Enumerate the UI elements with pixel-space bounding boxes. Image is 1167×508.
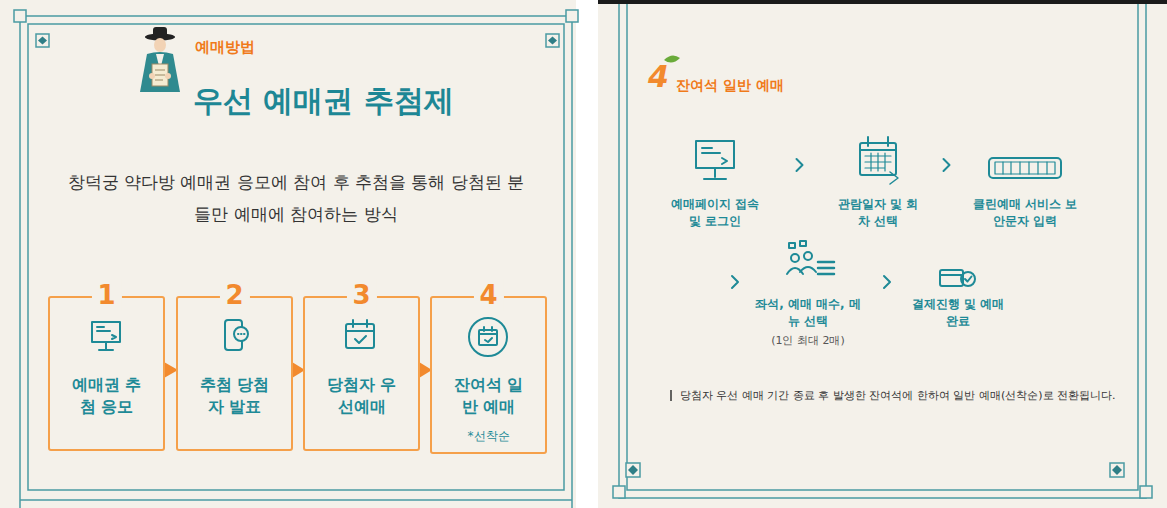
frame	[14, 10, 578, 508]
frame	[613, 4, 1152, 498]
section-heading: 잔여석 일반 예매	[676, 77, 784, 95]
person-illustration	[140, 27, 180, 92]
step-text: 예매권 추첨 응모	[65, 374, 149, 418]
step-number: 4	[648, 60, 669, 94]
process-box: 3당첨자 우선예매	[303, 296, 420, 451]
step-text: 결제진행 및 예매완료	[911, 296, 1005, 330]
process-box: 4잔여석 일반 예매*선착순	[430, 296, 547, 454]
step-icon	[696, 137, 1061, 286]
callout-number: 4	[473, 279, 503, 311]
flow-chevron	[732, 276, 738, 288]
panel-ground	[0, 0, 576, 508]
step-text: 좌석, 예매 매수, 메뉴 선택	[753, 296, 863, 330]
process-step: 클린예매 서비스 보안문자 입력	[969, 196, 1081, 230]
frame-diamond	[1112, 465, 1122, 475]
frame-diamond	[38, 37, 47, 45]
step-note: *선착순	[432, 428, 545, 444]
step-text: 클린예매 서비스 보안문자 입력	[969, 196, 1081, 230]
note: 당첨자 우선 예매 기간 종료 후 발생한 잔여석에 한하여 일반 예매(선착순…	[680, 383, 1120, 409]
process-step: 결제진행 및 예매완료	[911, 296, 1005, 330]
frame-diamond	[628, 465, 638, 475]
flow-chevron	[884, 276, 890, 288]
callout-number: 1	[91, 279, 121, 311]
flow-chevron	[944, 159, 950, 171]
process-step: 예매페이지 접속 및 로그인	[663, 196, 767, 230]
process-box: 1예매권 추첨 응모	[48, 296, 165, 451]
step-icon	[92, 318, 507, 356]
top-bar	[598, 0, 1167, 4]
description: 창덕궁 약다방 예매권 응모에 참여 후 추첨을 통해 당첨된 분들만 예매에 …	[66, 166, 526, 230]
process-step: 좌석, 예매 매수, 메뉴 선택 (1인 최대 2매)	[753, 296, 863, 349]
callout-number: 3	[346, 279, 376, 311]
step-text: 예매페이지 접속 및 로그인	[663, 196, 767, 230]
callout-number: 2	[219, 279, 249, 311]
flow-chevron	[797, 159, 803, 171]
step-text: 잔여석 일반 예매	[447, 374, 531, 418]
panel-ground	[598, 0, 1167, 508]
note-bar	[670, 390, 672, 401]
process-step: 관람일자 및 회차 선택	[832, 196, 924, 230]
step-text: 당첨자 우선예매	[320, 374, 404, 418]
step-text: 추첨 당첨자 발표	[193, 374, 277, 418]
frame-diamond	[548, 37, 557, 45]
step-note: (1인 최대 2매)	[753, 332, 863, 349]
step-text: 관람일자 및 회차 선택	[832, 196, 924, 230]
diagram-title: 우선 예매권 추첨제	[193, 82, 454, 120]
section-kicker: 예매방법	[195, 38, 255, 57]
process-box: 2추첨 당첨자 발표	[176, 296, 293, 451]
